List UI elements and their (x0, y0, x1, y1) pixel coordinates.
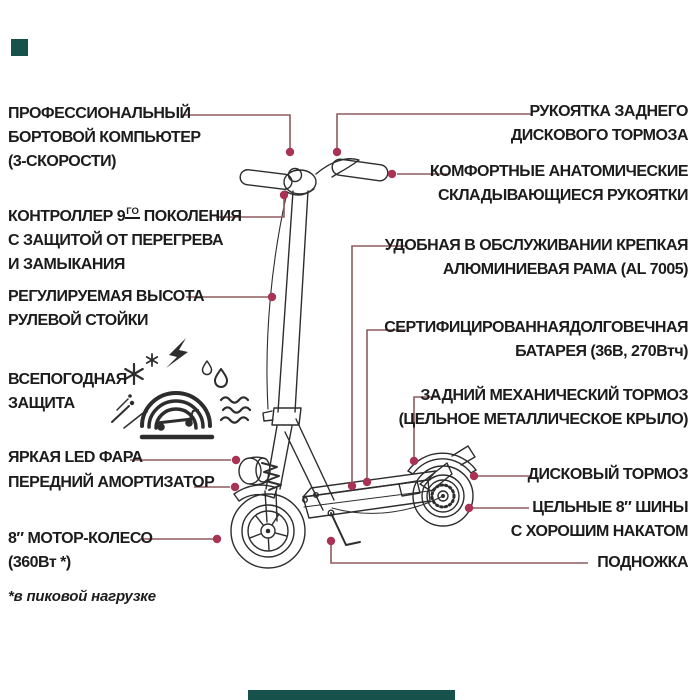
debris-icon (111, 394, 148, 429)
protection-dome-icon (139, 391, 215, 440)
label-line: РУКОЯТКА ЗАДНЕГО (529, 103, 688, 120)
label-line: РУЛЕВОЙ СТОЙКИ (8, 312, 149, 329)
label-front-shock-absorber: ПЕРЕДНИЙ АМОРТИЗАТОР (8, 471, 215, 495)
label-controller: КОНТРОЛЛЕР 9ГО ПОКОЛЕНИЯ С ЗАЩИТОЙ ОТ ПЕ… (8, 205, 242, 277)
label-line: УДОБНАЯ В ОБСЛУЖИВАНИИ КРЕПКАЯ (384, 237, 689, 254)
label-line: (ЦЕЛЬНОЕ МЕТАЛЛИЧЕСКОЕ КРЫЛО) (398, 411, 689, 428)
label-disc-brake: ДИСКОВЫЙ ТОРМОЗ (527, 463, 689, 487)
label-line: ВСЕПОГОДНАЯ (8, 371, 127, 388)
label-line: СЕРТИФИЦИРОВАННАЯДОЛГОВЕЧНАЯ (384, 319, 688, 336)
leader-onboard-computer (184, 114, 291, 148)
label-adjustable-stem-height: РЕГУЛИРУЕМАЯ ВЫСОТА РУЛЕВОЙ СТОЙКИ (8, 285, 205, 333)
display-unit (287, 167, 303, 183)
label-line: ЯРКАЯ LED ФАРА (8, 449, 143, 466)
label-kickstand: ПОДНОЖКА (597, 551, 688, 575)
deck (302, 462, 453, 519)
label-line: ЗАЩИТА (8, 395, 75, 412)
rear-wheel (412, 465, 474, 527)
ordinal-superscript: ГО (125, 206, 140, 219)
leader-aluminum-frame (351, 245, 406, 482)
rear-fender (407, 445, 477, 475)
brake-lever (315, 158, 360, 178)
leader-rear-brake-lever (336, 113, 532, 148)
footnote-peak-load: *в пиковой нагрузке (8, 588, 156, 605)
leader-lines (130, 113, 588, 564)
label-line: ЦЕЛЬНЫЕ 8″ ШИНЫ (532, 499, 688, 516)
label-line: ПЕРЕДНИЙ АМОРТИЗАТОР (8, 474, 215, 491)
label-line: 8″ МОТОР-КОЛЕСО (8, 530, 153, 547)
brake-cable (266, 196, 287, 410)
label-solid-tires: ЦЕЛЬНЫЕ 8″ ШИНЫ С ХОРОШИМ НАКАТОМ (510, 496, 689, 544)
label-led-headlight: ЯРКАЯ LED ФАРА (8, 446, 143, 470)
label-motor-wheel: 8″ МОТОР-КОЛЕСО (360Вт *) (8, 527, 153, 575)
label-line: ПОДНОЖКА (597, 554, 688, 571)
label-battery: СЕРТИФИЦИРОВАННАЯДОЛГОВЕЧНАЯ БАТАРЕЯ (36… (384, 316, 688, 364)
label-folding-grips: КОМФОРТНЫЕ АНАТОМИЧЕСКИЕ СКЛАДЫВАЮЩИЕСЯ … (429, 160, 689, 208)
label-rear-disc-brake-lever: РУКОЯТКА ЗАДНЕГО ДИСКОВОГО ТОРМОЗА (510, 100, 689, 148)
height-clamp (271, 407, 302, 426)
label-line: БОРТОВОЙ КОМПЬЮТЕР (8, 129, 201, 146)
wind-icon (219, 396, 252, 424)
label-line: КОНТРОЛЛЕР 9ГО ПОКОЛЕНИЯ (8, 206, 242, 225)
handlebar (239, 158, 389, 196)
snowflake-icon (124, 353, 159, 386)
rear-fender-mount (419, 462, 453, 492)
stem (262, 190, 309, 490)
label-line: РЕГУЛИРУЕМАЯ ВЫСОТА (8, 288, 205, 305)
front-motor-wheel (230, 493, 306, 569)
label-line: ЗАДНИЙ МЕХАНИЧЕСКИЙ ТОРМОЗ (420, 387, 688, 404)
all-weather-icon (111, 338, 252, 440)
leader-dots (212, 147, 479, 546)
disc-brake-rotor (426, 479, 460, 513)
leader-kickstand (330, 545, 588, 564)
label-line: С ХОРОШИМ НАКАТОМ (510, 523, 689, 540)
label-line: (360Вт *) (8, 554, 71, 571)
label-line: ДИСКОВОГО ТОРМОЗА (510, 127, 689, 144)
label-all-weather-protection: ВСЕПОГОДНАЯ ЗАЩИТА (8, 368, 127, 416)
scooter-silhouette-icon (155, 409, 199, 431)
label-line: ДИСКОВЫЙ ТОРМОЗ (527, 466, 689, 483)
label-onboard-computer: ПРОФЕССИОНАЛЬНЫЙ БОРТОВОЙ КОМПЬЮТЕР (3-С… (8, 102, 201, 174)
leader-rear-mech-brake (413, 396, 438, 457)
label-line: С ЗАЩИТОЙ ОТ ПЕРЕГРЕВА (8, 232, 224, 249)
raindrop-icon (201, 360, 228, 388)
lightning-icon (166, 338, 188, 368)
rear-reflector (398, 480, 421, 497)
label-line: (3-СКОРОСТИ) (8, 153, 116, 170)
label-line: БАТАРЕЯ (36В, 270Втч) (515, 343, 688, 360)
leader-controller (216, 199, 285, 218)
label-rear-mechanical-brake: ЗАДНИЙ МЕХАНИЧЕСКИЙ ТОРМОЗ (ЦЕЛЬНОЕ МЕТА… (398, 384, 689, 432)
top-left-accent-square (11, 39, 28, 56)
leader-battery (366, 329, 406, 478)
label-aluminum-frame: УДОБНАЯ В ОБСЛУЖИВАНИИ КРЕПКАЯ АЛЮМИНИЕВ… (384, 234, 689, 282)
front-suspension-spring (261, 462, 282, 491)
label-line: АЛЮМИНИЕВАЯ РАМА (AL 7005) (442, 261, 689, 278)
label-line: СКЛАДЫВАЮЩИЕСЯ РУКОЯТКИ (438, 187, 689, 204)
label-line: И ЗАМЫКАНИЯ (8, 256, 125, 273)
label-line: ПРОФЕССИОНАЛЬНЫЙ (8, 105, 191, 122)
kickstand-part (327, 509, 361, 546)
label-line: КОМФОРТНЫЕ АНАТОМИЧЕСКИЕ (429, 163, 689, 180)
front-fender (233, 484, 278, 502)
bottom-accent-bar (248, 690, 455, 700)
